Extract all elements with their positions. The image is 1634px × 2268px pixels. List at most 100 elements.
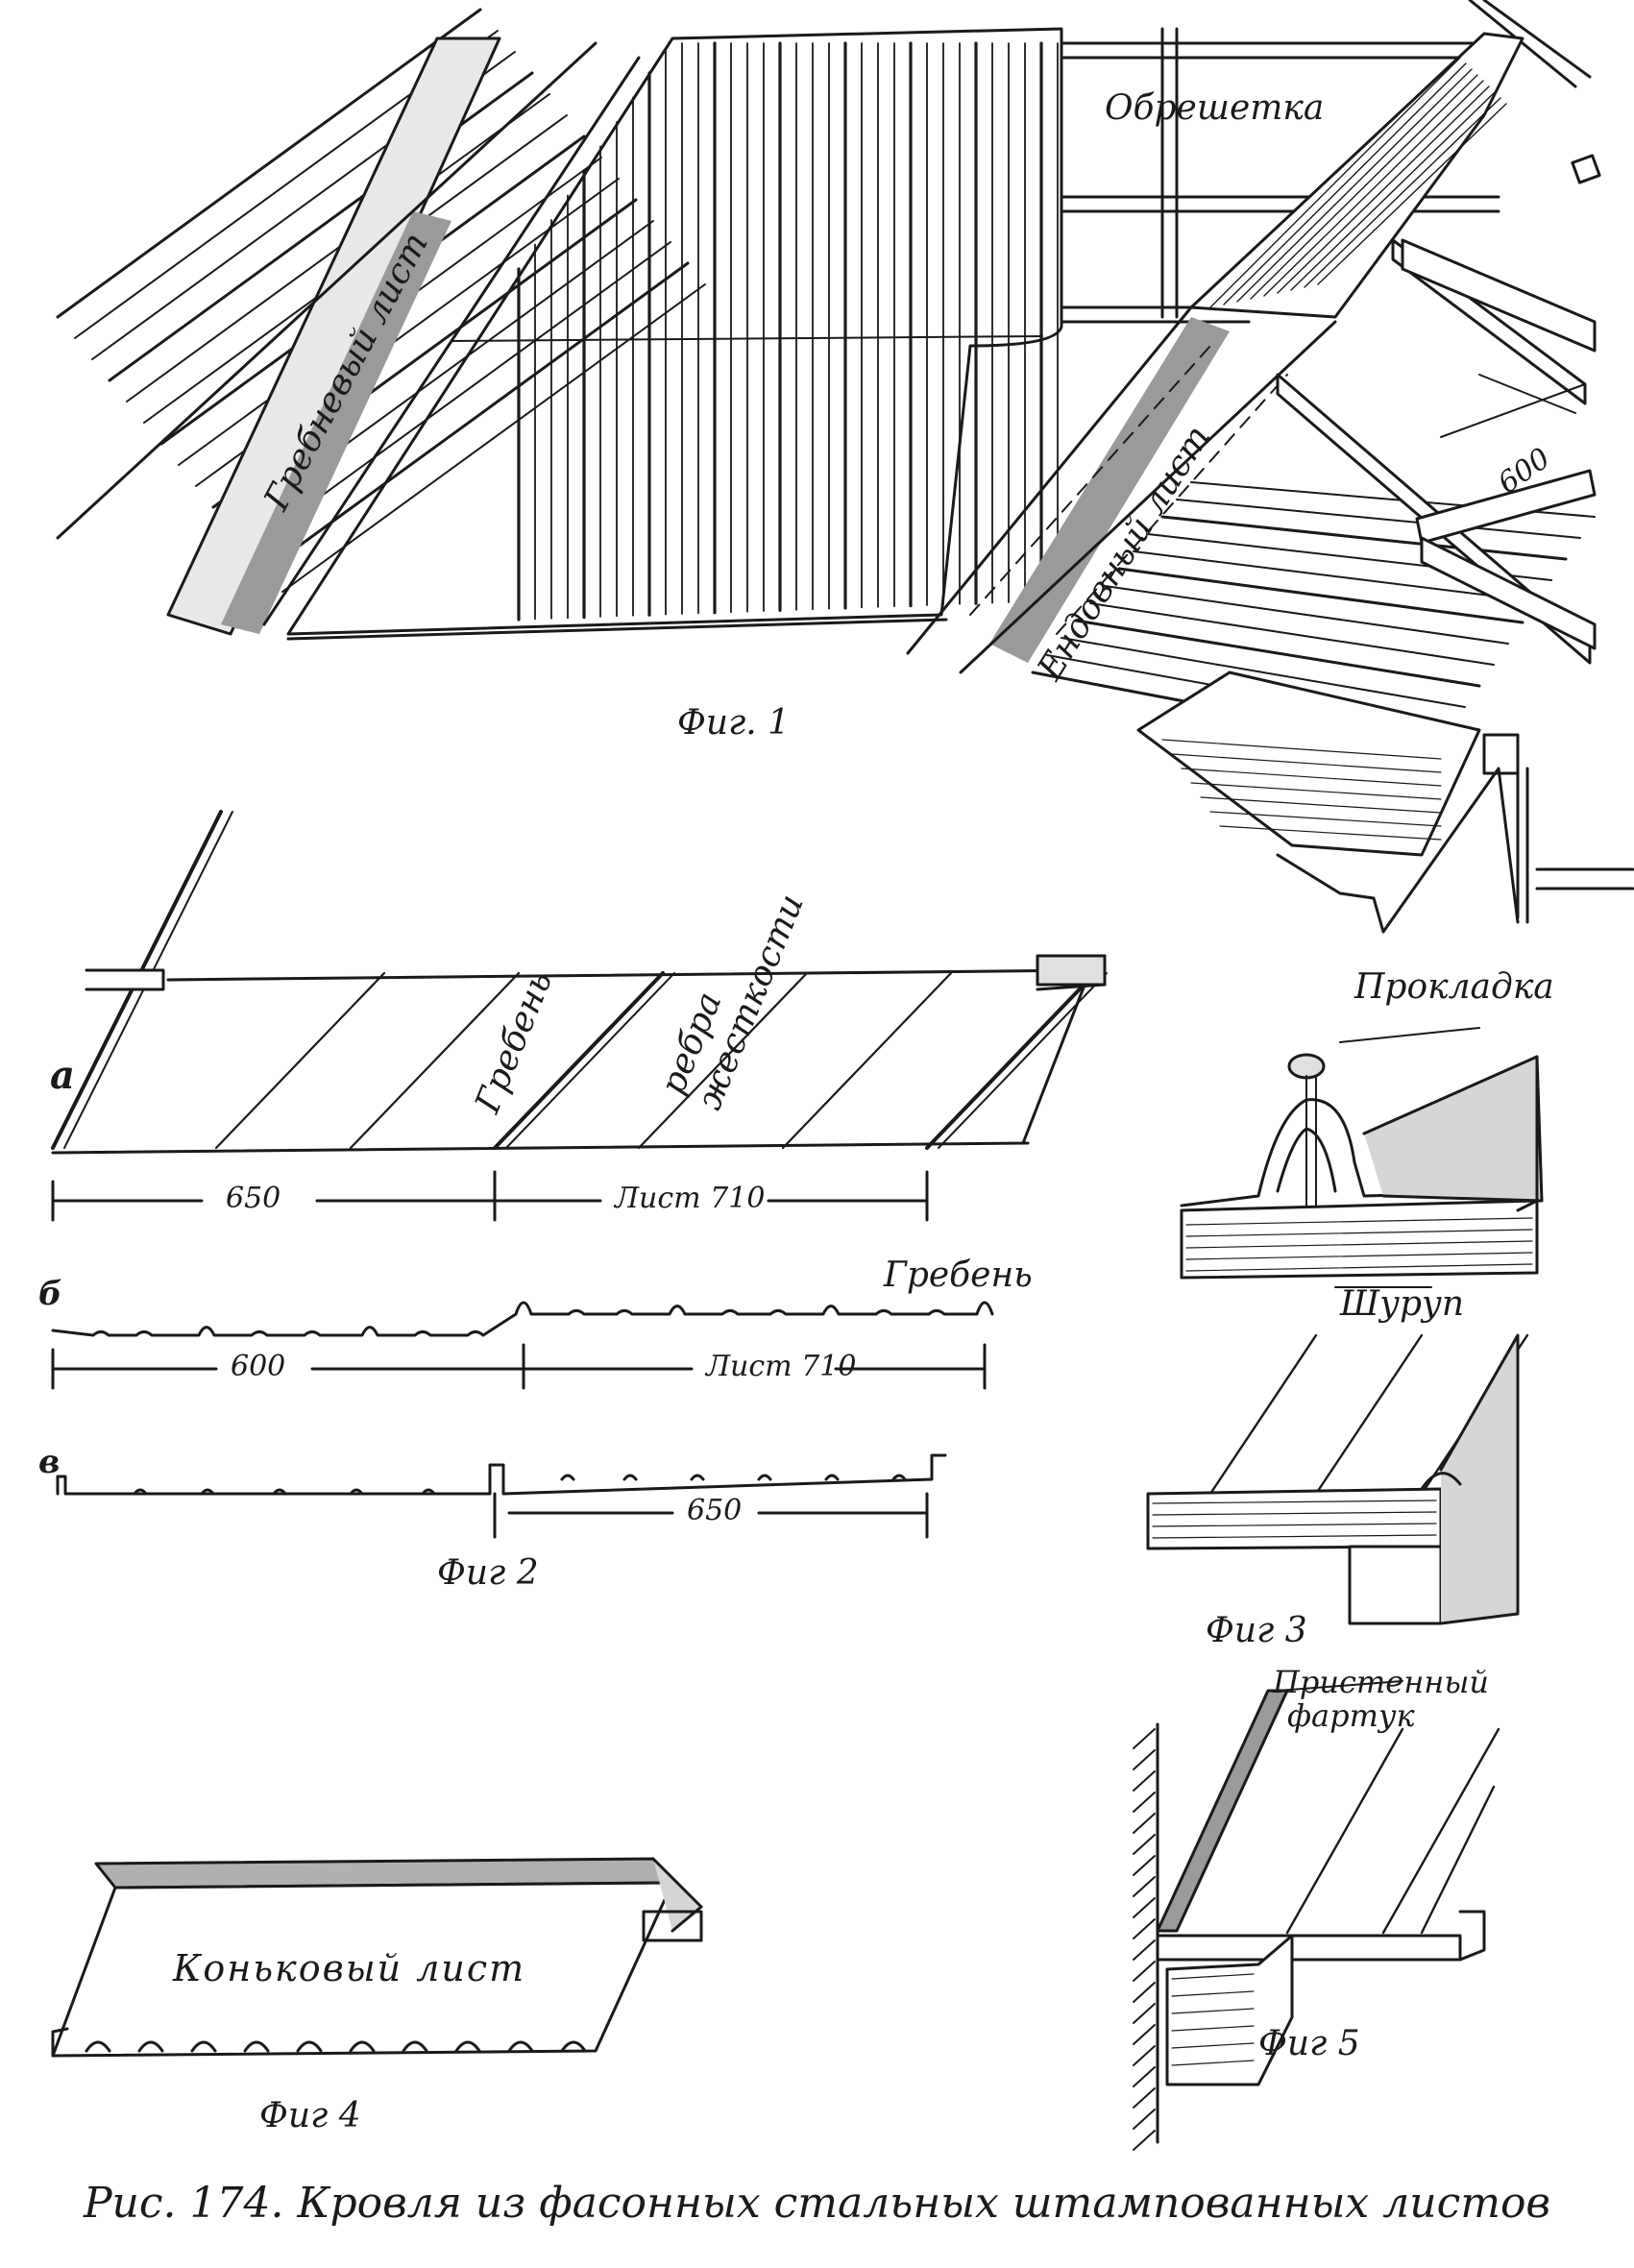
- fig1-right-rib: [1160, 515, 1568, 561]
- fig4-label-ridge-cap: Коньковый лист: [173, 1947, 526, 1989]
- fig1-right-rib: [1133, 550, 1538, 602]
- fig1-center-sheets: [517, 41, 1059, 622]
- fig1-eave-grain-line: [1200, 796, 1442, 814]
- fig1-left-ridge-line: [56, 41, 598, 540]
- fig2-dim-a-left: 650: [226, 1182, 281, 1215]
- fig2a-batten-end: [1036, 954, 1107, 987]
- fig5-hatch-line: [1133, 1918, 1156, 1939]
- fig1-valley-edge: [906, 305, 1193, 655]
- fig5-hatch-line: [1133, 2130, 1156, 2151]
- fig5-grain: [1171, 2008, 1255, 2014]
- fig5-hatch-line: [1133, 1855, 1156, 1876]
- fig4-bottom-profile: [51, 2027, 587, 2058]
- fig2a-rib-edge: [505, 972, 675, 1149]
- fig5-rib: [1285, 1727, 1404, 1935]
- fig5-hatch-line: [1133, 1982, 1156, 2003]
- fig4-end-block: [642, 1910, 703, 1942]
- fig1-right-rib: [1074, 619, 1481, 688]
- fig1-grain: [1277, 85, 1490, 294]
- fig3-caption: Фиг 3: [1206, 1611, 1307, 1650]
- fig3-eave-rib: [1208, 1333, 1318, 1496]
- fig2a-rib: [349, 971, 521, 1150]
- fig2-label-ridge2: Гребень: [884, 1256, 1033, 1295]
- fig1-wall: [1516, 767, 1529, 924]
- fig3-gasket: [1287, 1053, 1326, 1080]
- fig2-label-a: а: [50, 1053, 75, 1098]
- fig2a-rib: [781, 971, 953, 1150]
- fig3-grain: [1185, 1229, 1533, 1237]
- fig1-right-rib: [1061, 637, 1466, 708]
- fig1-eave-beam-end: [1482, 733, 1520, 775]
- fig5-ribs: [1285, 1727, 1500, 1935]
- fig4-cap-body: [51, 1881, 674, 2058]
- fig3-eave-grain-line: [1152, 1523, 1437, 1527]
- fig1-eave-grain-line: [1161, 739, 1442, 760]
- fig1-battens: [1276, 238, 1597, 665]
- fig1-center-seam: [451, 335, 1043, 342]
- fig5-hatch-line: [1133, 1749, 1156, 1770]
- fig3-grain: [1185, 1252, 1533, 1260]
- fig1-eave-grain: [1161, 739, 1442, 841]
- fig1-ridge-beam: [166, 37, 501, 636]
- fig5-hatch-line: [1133, 1897, 1156, 1918]
- fig2a-rib: [214, 971, 386, 1150]
- fig1-eave-grain-line: [1190, 782, 1442, 800]
- fig5-hatch-line: [1133, 1834, 1156, 1855]
- fig2-label-b: б: [38, 1275, 62, 1313]
- fig1-grain: [1290, 91, 1496, 291]
- fig5-grain: [1171, 1973, 1255, 1980]
- fig5-grain: [1171, 1990, 1255, 1997]
- fig4-caption: Фиг 4: [259, 2096, 361, 2135]
- fig1-eave-grain-line: [1219, 825, 1442, 841]
- fig3-board: [1180, 1199, 1539, 1280]
- fig3-grain: [1185, 1263, 1533, 1272]
- fig3-eave-rib: [1314, 1333, 1424, 1496]
- fig1-valley-edge-2: [959, 320, 1337, 674]
- fig5-wall-hatch: [1133, 1728, 1156, 2151]
- fig3-eave-grain-line: [1152, 1534, 1437, 1539]
- fig5-label-apron-2: фартук: [1287, 1697, 1415, 1734]
- fig1-grain: [1236, 68, 1473, 303]
- fig1-lathing-frame: [1060, 0, 1601, 324]
- fig1-valley-dashed: [969, 345, 1211, 616]
- fig5-hatch-line: [1133, 2109, 1156, 2130]
- fig3-eave-rafter: [1348, 1545, 1443, 1625]
- fig3-label-gasket: Прокладка: [1354, 967, 1554, 1007]
- fig5-grain: [1171, 2025, 1255, 2032]
- fig2a-rib: [925, 971, 1097, 1150]
- fig1-grain: [1317, 103, 1507, 285]
- fig5-hatch-line: [1133, 2087, 1156, 2109]
- fig3-eave-board: [1146, 1487, 1443, 1550]
- fig1-caption: Фиг. 1: [677, 703, 791, 743]
- fig1-grain: [1223, 62, 1467, 305]
- fig1-dim-line: [1440, 383, 1586, 438]
- fig5-hatch-line: [1133, 1813, 1156, 1834]
- fig1-center-panel: [286, 27, 1063, 636]
- fig3-board-grain: [1185, 1217, 1533, 1272]
- fig3-label-screw: Шуруп: [1340, 1284, 1465, 1324]
- fig2a-rib: [637, 971, 809, 1150]
- fig2b-profile: [51, 1301, 994, 1337]
- fig5-hatch-line: [1133, 1961, 1156, 1982]
- fig1-eave-grain-line: [1181, 768, 1442, 787]
- fig3-drip: [1420, 1472, 1462, 1491]
- fig2a-sheet-outline: [51, 810, 1092, 1150]
- fig1-grain: [1304, 97, 1501, 288]
- fig5-beam-grain: [1171, 1973, 1255, 2066]
- fig2-dim-b-left: 600: [231, 1350, 286, 1383]
- fig1-valley-dashed-2: [1056, 374, 1288, 635]
- fig1-eave-grain-line: [1209, 811, 1442, 827]
- fig2-dim-v: 650: [687, 1494, 743, 1527]
- fig1-valley-sheet-shade: [989, 317, 1230, 663]
- fig1-ridge-sheet-shade: [221, 211, 451, 634]
- fig3-gutter-edge: [1439, 1333, 1520, 1625]
- fig5-label-apron-1: Пристенный: [1273, 1664, 1490, 1700]
- fig1-eave-grain-line: [1171, 753, 1442, 773]
- fig5-grain: [1171, 2042, 1255, 2049]
- fig1-grain: [1250, 74, 1478, 300]
- fig2-label-v: в: [38, 1443, 61, 1481]
- fig5-hatch-line: [1133, 1876, 1156, 1897]
- fig1-left-rib: [281, 283, 706, 593]
